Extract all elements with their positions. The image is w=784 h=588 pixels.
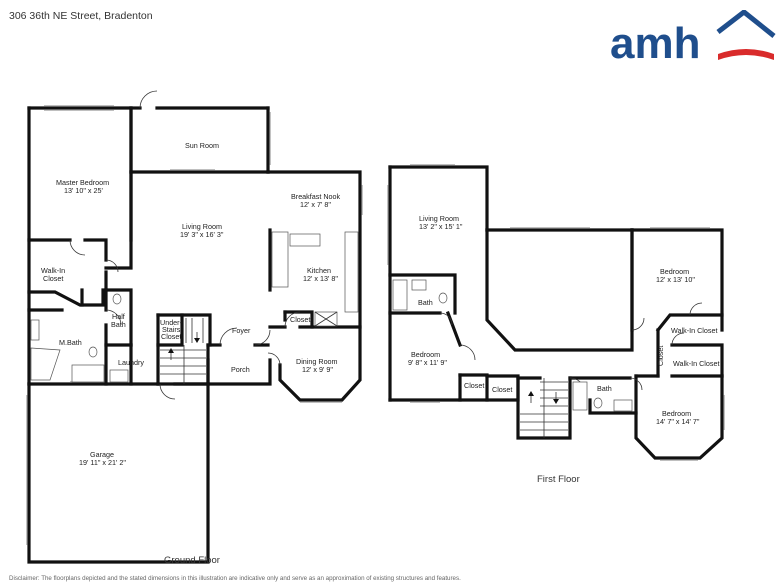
ff-bedroom-c-dims: 14' 7" x 14' 7" — [656, 417, 700, 426]
breakfast-nook-label: Breakfast Nook — [291, 192, 341, 201]
first-floor-walls — [388, 165, 724, 460]
ff-walk-in-closet-a-label: Walk-In Closet — [671, 326, 717, 335]
property-address: 306 36th NE Street, Bradenton — [9, 10, 153, 22]
ground-floor-caption: Ground Floor — [164, 555, 220, 566]
under-stairs-label-1: Under- — [160, 318, 183, 327]
half-bath-label-1: Half — [112, 312, 125, 321]
porch-label: Porch — [231, 365, 250, 374]
first-floor-labels: Living Room 13' 2" x 15' 1" Bath Bedroom… — [408, 214, 719, 485]
ground-stairs — [160, 318, 206, 384]
master-bedroom-dims: 13' 10" x 25' — [64, 186, 103, 195]
breakfast-nook-dims: 12' x 7' 8" — [300, 200, 331, 209]
first-floor-stairs — [520, 378, 568, 438]
master-bedroom-label: Master Bedroom — [56, 178, 109, 187]
ff-bath-a-label: Bath — [418, 298, 433, 307]
walk-in-closet-label-1: Walk-In — [41, 266, 65, 275]
kitchen-closet-label: Closet — [290, 315, 310, 324]
logo-roof-icon — [716, 10, 776, 38]
first-floor-windows — [387, 164, 725, 461]
sun-room-label: Sun Room — [185, 141, 219, 150]
ff-bedroom-b-label: Bedroom — [411, 350, 440, 359]
dining-room-label: Dining Room — [296, 357, 338, 366]
kitchen-label: Kitchen — [307, 266, 331, 275]
half-bath-label-2: Bath — [111, 320, 126, 329]
ground-floor-fixtures — [30, 231, 359, 384]
ff-walk-in-closet-b-label: Walk-In Closet — [673, 359, 719, 368]
living-room-dims: 19' 3" x 16' 3" — [180, 230, 224, 239]
kitchen-dims: 12' x 13' 8" — [303, 274, 338, 283]
ff-bedroom-a-dims: 12' x 13' 10" — [656, 275, 695, 284]
first-floor-fixtures — [392, 279, 633, 438]
garage-label: Garage — [90, 450, 114, 459]
ff-living-room-label: Living Room — [419, 214, 459, 223]
walk-in-closet-label-2: Closet — [43, 274, 63, 283]
ground-floor-doors — [69, 90, 301, 400]
disclaimer-text: Disclaimer: The floorplans depicted and … — [9, 575, 461, 582]
logo-swoosh-icon — [718, 49, 774, 60]
ff-bedroom-b-dims: 9' 8" x 11' 9" — [408, 358, 447, 367]
ff-closet-vertical-label: Closet — [656, 346, 665, 366]
master-bath-label: M.Bath — [59, 338, 82, 347]
under-stairs-label-2: Stairs — [162, 325, 181, 334]
dining-room-dims: 12' x 9' 9" — [302, 365, 333, 374]
ground-floor-walls — [27, 106, 362, 564]
ff-bedroom-a-label: Bedroom — [660, 267, 689, 276]
ff-bedroom-c-label: Bedroom — [662, 409, 691, 418]
ground-floor-labels: Sun Room Master Bedroom 13' 10" x 25' Br… — [41, 141, 341, 566]
under-stairs-label-3: Closet — [161, 332, 181, 341]
living-room-label: Living Room — [182, 222, 222, 231]
ff-bath-b-label: Bath — [597, 384, 612, 393]
foyer-label: Foyer — [232, 326, 251, 335]
ff-closet-a-label: Closet — [464, 381, 484, 390]
amh-logo: amh — [610, 10, 776, 68]
logo-text: amh — [610, 19, 700, 68]
ff-closet-b-label: Closet — [492, 385, 512, 394]
laundry-label: Laundry — [118, 358, 144, 367]
garage-dims: 19' 11" x 21' 2" — [79, 458, 126, 467]
ff-living-room-dims: 13' 2" x 15' 1" — [419, 222, 463, 231]
first-floor-caption: First Floor — [537, 474, 580, 485]
